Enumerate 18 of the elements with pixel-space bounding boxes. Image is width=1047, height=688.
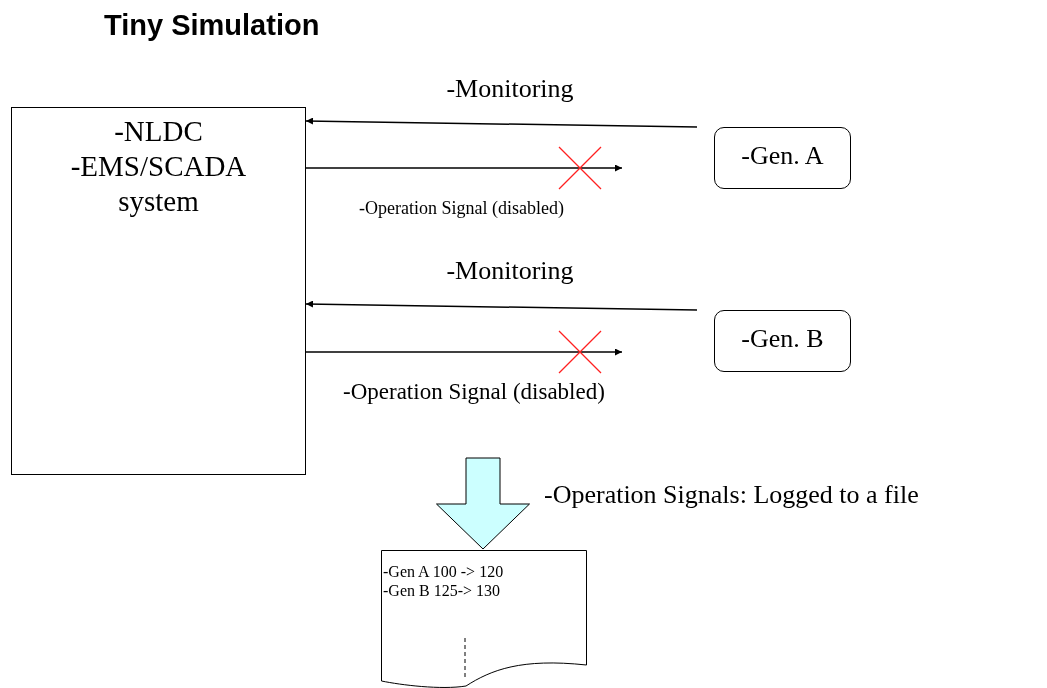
document-shape bbox=[381, 550, 587, 688]
rounded-box bbox=[714, 127, 851, 189]
title: Tiny Simulation bbox=[104, 9, 320, 42]
node-text: -Gen. A bbox=[740, 140, 825, 172]
block-arrow bbox=[436, 457, 530, 550]
node-text: -Gen B 125-> 130 bbox=[383, 581, 501, 601]
edge-label: -Operation Signal (disabled) bbox=[343, 379, 605, 405]
arrow bbox=[305, 164, 623, 172]
arrow bbox=[305, 348, 623, 356]
edge-label: -Operation Signal (disabled) bbox=[359, 198, 564, 219]
arrow bbox=[305, 117, 698, 128]
node-text: -Gen A 100 -> 120 bbox=[383, 562, 505, 582]
process-box bbox=[11, 107, 306, 475]
node-text: -NLDC bbox=[113, 114, 204, 149]
node-text: -Gen. B bbox=[740, 323, 825, 355]
node-text: -EMS/SCADA system bbox=[69, 148, 248, 219]
rounded-box bbox=[714, 310, 851, 372]
arrow bbox=[305, 300, 698, 311]
